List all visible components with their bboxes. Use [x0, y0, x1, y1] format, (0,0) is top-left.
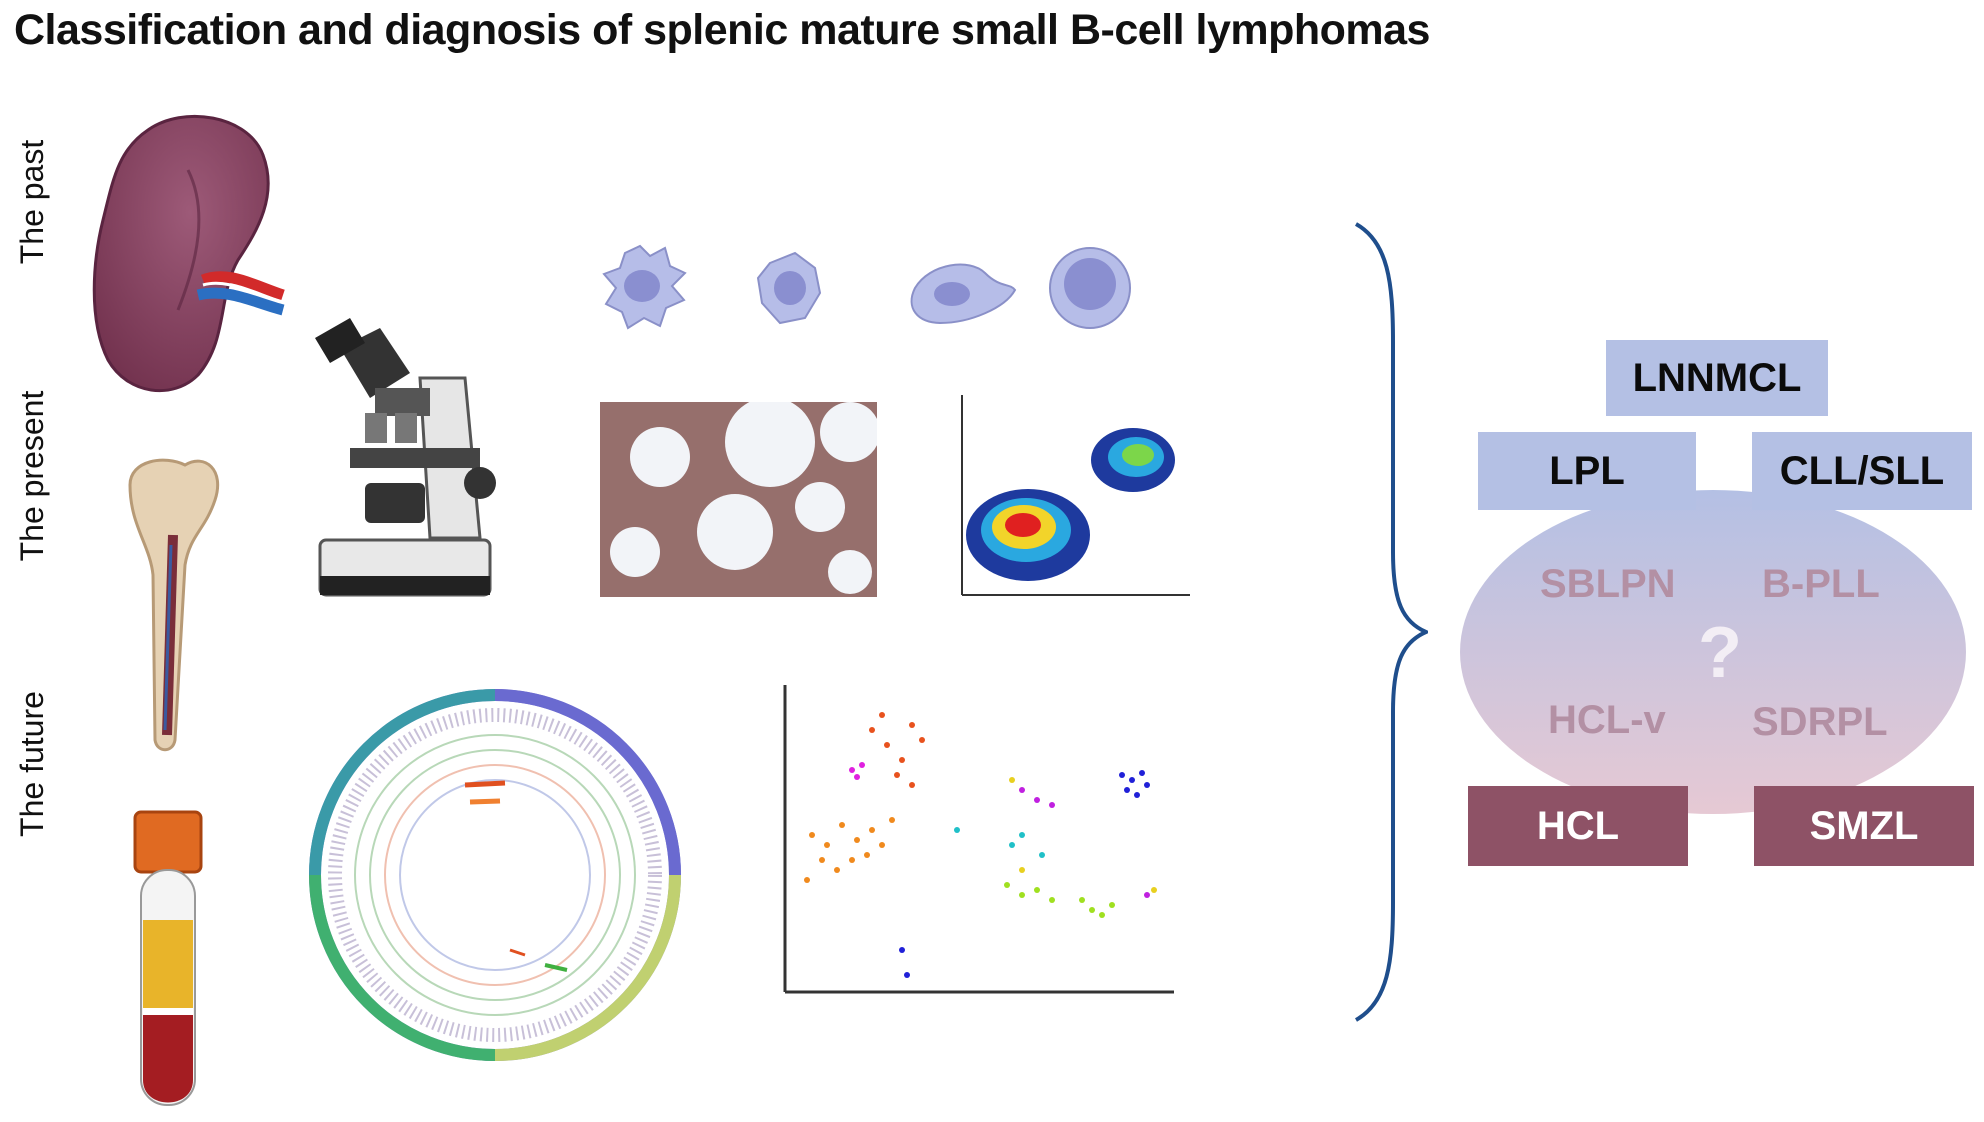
row-label-past: The past: [14, 139, 50, 265]
smzl-box: SMZL: [1754, 786, 1974, 866]
sblpn-label: SBLPN: [1540, 562, 1676, 606]
cll-sll-box: CLL/SLL: [1752, 432, 1972, 510]
page-title: Classification and diagnosis of splenic …: [14, 6, 1430, 54]
row-label-future: The future: [14, 691, 50, 837]
question-mark: ?: [1698, 613, 1742, 693]
b-pll-label: B-PLL: [1762, 562, 1880, 606]
tsne-scatter-plot: [783, 685, 1174, 994]
cell-icons: [602, 244, 1131, 330]
curly-brace: [1354, 222, 1428, 1022]
hcl-v-label: HCL-v: [1548, 698, 1666, 742]
flow-cytometry-plot: [961, 395, 1190, 596]
bone-icon: [128, 458, 220, 752]
sdrpl-label: SDRPL: [1752, 700, 1888, 744]
blood-tube-icon: [133, 810, 203, 1106]
lpl-box: LPL: [1478, 432, 1696, 510]
spleen-icon: [92, 114, 285, 392]
lnnmcl-box: LNNMCL: [1606, 340, 1828, 416]
microscope-icon: [315, 318, 496, 597]
row-label-present: The present: [14, 390, 50, 562]
hcl-box: HCL: [1468, 786, 1688, 866]
histology-image: [600, 402, 877, 597]
classification-ellipse: [1460, 490, 1966, 814]
circos-plot: [309, 689, 681, 1061]
